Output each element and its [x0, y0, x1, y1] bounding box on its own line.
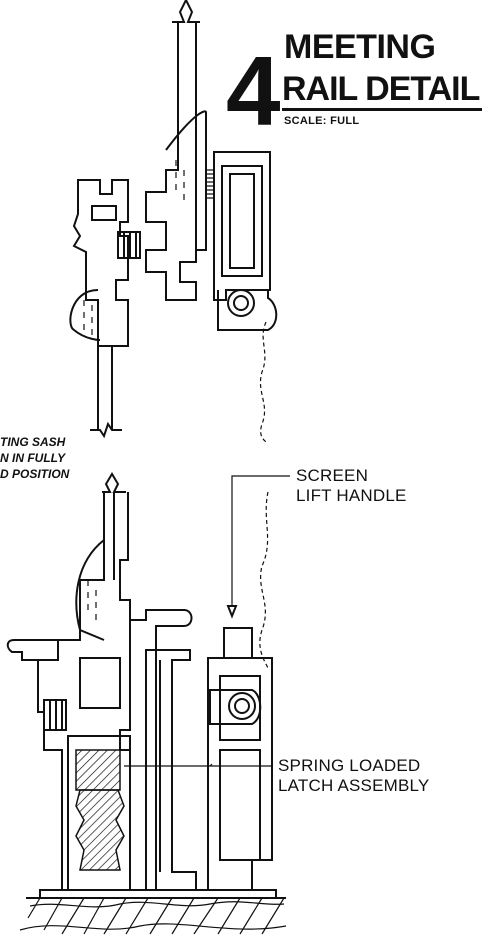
- lower-detail-glazing-bead: [75, 539, 105, 641]
- title-underline: [282, 108, 482, 111]
- lower-screen-mesh: [259, 491, 269, 669]
- upper-screen-roller: [217, 290, 278, 331]
- screen-lift-handle: [223, 627, 253, 659]
- weatherstrip-pile: [206, 169, 214, 199]
- lower-screen-roller: [209, 689, 262, 725]
- lower-detail-sash-rail: [37, 492, 131, 891]
- upper-latch-screw: [117, 231, 141, 259]
- screen-frame: [213, 151, 271, 301]
- lower-glazing-bead: [69, 289, 101, 341]
- lower-sash-section: [6, 472, 290, 899]
- lower-sash-lift: [6, 639, 58, 661]
- screen-track-fin: [145, 649, 197, 891]
- sill-track: [130, 609, 193, 890]
- upper-glazing-bead: [165, 110, 207, 251]
- sash-note-line2: N IN FULLY: [0, 451, 66, 465]
- lift-handle-leader: [231, 475, 290, 612]
- upper-sash-rail: [145, 22, 197, 301]
- screen-lift-handle-label-line2: LIFT HANDLE: [296, 486, 407, 505]
- sash-note-line3: D POSITION: [0, 467, 70, 481]
- detail-title-line2: RAIL DETAIL: [282, 70, 480, 108]
- latch-bolt: [75, 749, 121, 791]
- detail-scale: SCALE: FULL: [284, 115, 360, 127]
- detail-title-line1: MEETING: [284, 28, 436, 66]
- upper-screen-mesh: [259, 321, 267, 443]
- wood-sill: [19, 897, 287, 935]
- lower-fastener-screw: [43, 699, 67, 731]
- upper-break-symbol: [172, 0, 200, 23]
- lower-sash-rail: [72, 179, 129, 347]
- upper-sash-section: [69, 0, 278, 443]
- latch-label-line2: LATCH ASSEMBLY: [278, 776, 430, 795]
- sash-note-line1: TING SASH: [0, 435, 66, 449]
- screen-lift-handle-label-line1: SCREEN: [296, 466, 369, 485]
- latch-label-line1: SPRING LOADED: [278, 756, 421, 775]
- detail-number: 4: [226, 36, 280, 146]
- latch-spring: [75, 789, 125, 871]
